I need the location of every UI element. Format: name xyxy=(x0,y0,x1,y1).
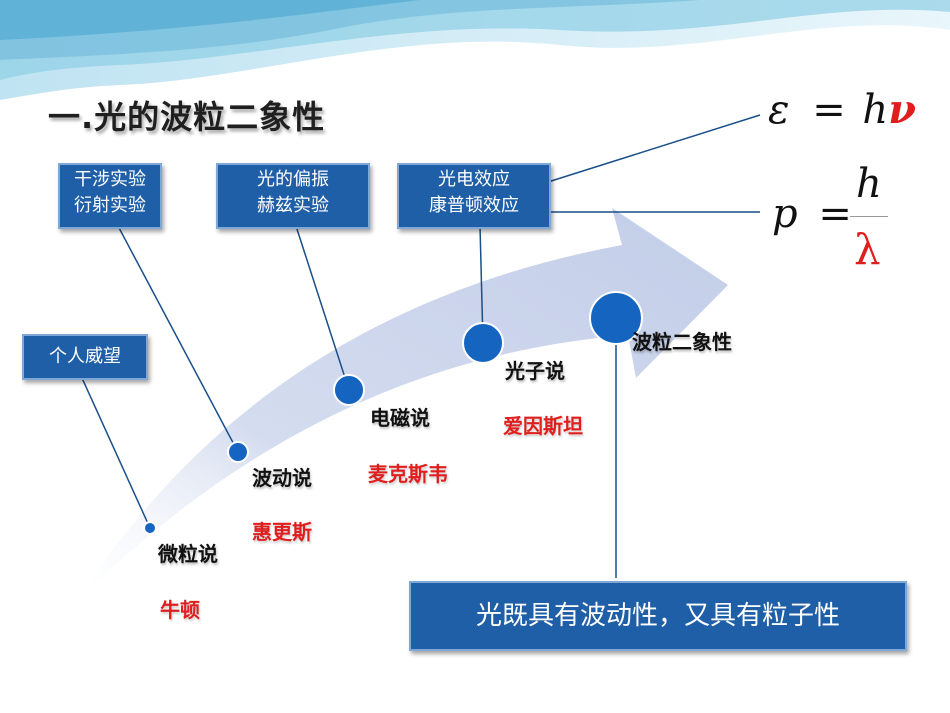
box-line: 康普顿效应 xyxy=(429,195,519,216)
stage-particle-theory: 微粒说 xyxy=(158,542,218,566)
fraction-bar xyxy=(850,216,888,217)
box-line: 赫兹实验 xyxy=(257,195,329,216)
formula-energy: ε = hν xyxy=(768,86,916,134)
formula-epsilon: ε xyxy=(768,87,790,133)
formula-nu: ν xyxy=(888,86,916,133)
formula-equals: = xyxy=(818,191,852,237)
person-einstein: 爱因斯坦 xyxy=(503,414,583,438)
stage-wave-theory: 波动说 xyxy=(252,466,312,490)
stage-photon-theory: 光子说 xyxy=(505,359,565,383)
box-line: 衍射实验 xyxy=(74,195,146,216)
person-huygens: 惠更斯 xyxy=(252,520,312,544)
person-newton: 牛顿 xyxy=(160,598,200,622)
person-maxwell: 麦克斯韦 xyxy=(368,462,448,486)
box-line: 光电效应 xyxy=(438,169,510,190)
dot-electromagnetic xyxy=(333,374,365,406)
box-line: 干涉实验 xyxy=(74,169,146,190)
dot-duality xyxy=(589,291,643,345)
box-personal-prestige: 个人威望 xyxy=(22,334,148,380)
box-polarization-hertz: 光的偏振 赫兹实验 xyxy=(216,163,370,229)
stage-wave-particle-duality: 波粒二象性 xyxy=(632,330,732,354)
dot-particle xyxy=(143,521,157,535)
formula-numerator-h: h xyxy=(856,161,882,207)
formula-p: p xyxy=(772,191,798,237)
dot-photon xyxy=(462,322,504,364)
box-photoelectric-compton: 光电效应 康普顿效应 xyxy=(397,163,551,229)
formula-lambda: λ xyxy=(854,225,881,274)
dot-wave xyxy=(227,441,249,463)
page-title: 一.光的波粒二象性 xyxy=(48,98,326,136)
box-interference-diffraction: 干涉实验 衍射实验 xyxy=(58,163,162,229)
formula-momentum-lhs: p = xyxy=(772,190,852,238)
conclusion-box: 光既具有波动性，又具有粒子性 xyxy=(409,581,907,651)
formula-equals: = xyxy=(812,87,846,133)
formula-h: h xyxy=(862,87,889,133)
header-wave-decoration xyxy=(0,0,950,100)
box-line: 光的偏振 xyxy=(257,169,329,190)
stage-electromagnetic-theory: 电磁说 xyxy=(370,406,430,430)
